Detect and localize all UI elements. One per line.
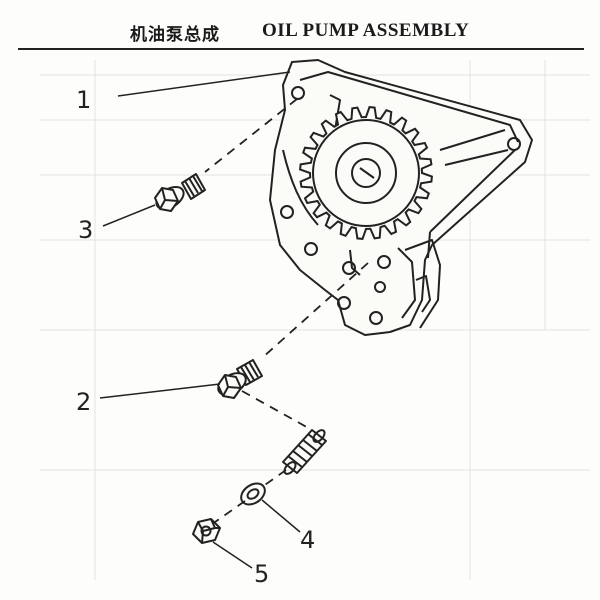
- title-chinese: 机油泵总成: [130, 25, 220, 45]
- hex-nut: [192, 518, 221, 544]
- leader-lines: [99, 71, 301, 569]
- callout-4: 4: [300, 526, 315, 554]
- flange-bolt-long: [217, 359, 263, 399]
- callout-2: 2: [76, 388, 91, 416]
- callout-3: 3: [78, 216, 93, 244]
- title-underline: [18, 48, 584, 50]
- title-english: OIL PUMP ASSEMBLY: [262, 20, 470, 41]
- assembly-axis-lines: [204, 98, 369, 523]
- oil-pump-gear: [299, 106, 433, 240]
- threaded-stud: [282, 429, 327, 475]
- washer: [240, 482, 266, 506]
- callout-labels: 1 3 2 4 5: [76, 86, 315, 588]
- flange-bolt-short: [154, 173, 206, 212]
- callout-5: 5: [254, 560, 269, 588]
- callout-1: 1: [76, 86, 91, 114]
